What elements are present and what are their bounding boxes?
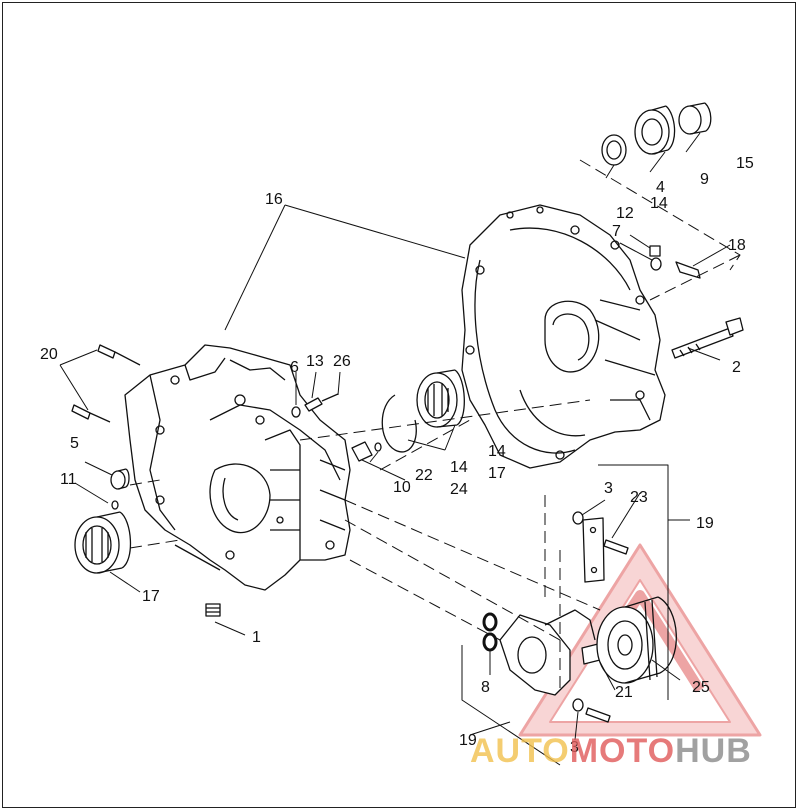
- callout-4: 4: [656, 179, 665, 196]
- roller-bearing-5: [110, 468, 130, 490]
- callout-14-low: 14: [450, 459, 468, 476]
- callout-21: 21: [615, 684, 633, 701]
- oil-filter-25: [596, 596, 677, 684]
- callout-17-left: 17: [142, 588, 160, 605]
- callout-1: 1: [252, 629, 261, 646]
- parts-7-12-18: [649, 245, 701, 279]
- callout-9: 9: [700, 171, 709, 188]
- bracket-19: [582, 517, 605, 583]
- callout-19-right: 19: [696, 515, 714, 532]
- callout-20: 20: [40, 346, 58, 363]
- small-parts-6-13-26: [291, 393, 339, 418]
- callout-15: 15: [736, 155, 754, 172]
- callout-23: 23: [630, 489, 648, 506]
- callout-19-bottom: 19: [459, 732, 477, 749]
- oil-filter-adapter: [499, 609, 596, 696]
- watermark-logo: AUTOMOTOHUB: [470, 732, 752, 770]
- callout-11: 11: [60, 471, 77, 488]
- callout-3-bottom: 3: [570, 739, 579, 756]
- sleeve-15: [678, 102, 712, 135]
- callout-24: 24: [450, 481, 468, 498]
- callout-5: 5: [70, 435, 79, 452]
- watermark-moto: MOTO: [570, 732, 675, 770]
- callout-16: 16: [265, 191, 283, 208]
- plug-1: [205, 603, 221, 617]
- callout-14-mid: 14: [488, 443, 506, 460]
- callout-8: 8: [481, 679, 490, 696]
- retaining-ring-14: [381, 394, 417, 453]
- washers-3: [572, 511, 611, 723]
- callout-17-right: 17: [488, 465, 506, 482]
- bolt-2: [671, 317, 744, 359]
- bearing-9: [634, 105, 676, 155]
- callout-12: 12: [616, 205, 634, 222]
- callout-22: 22: [415, 467, 433, 484]
- leader-lines: [59, 132, 741, 766]
- left-crankcase: [124, 344, 351, 591]
- callout-2: 2: [732, 359, 741, 376]
- right-crankcase: [461, 204, 666, 469]
- seal-4: [601, 134, 627, 166]
- screw-23: [603, 539, 629, 555]
- callout-6: 6: [290, 359, 299, 376]
- callout-18: 18: [728, 237, 746, 254]
- callout-13: 13: [306, 353, 324, 370]
- callout-labels: 1 2 3 3 4 5 6 7 8 9 10 11 12 13 14 14 14…: [40, 155, 754, 756]
- dowel-10-oring-22: [351, 441, 382, 462]
- callout-14-top: 14: [650, 195, 668, 212]
- dowel-11: [111, 500, 119, 510]
- watermark-auto: AUTO: [470, 732, 570, 770]
- callout-3-top: 3: [604, 480, 613, 497]
- callout-25: 25: [692, 679, 710, 696]
- studs-20: [71, 344, 141, 423]
- svg-text:AUTOMOTOHUB: AUTOMOTOHUB: [470, 732, 752, 770]
- bearing-17-right: [416, 369, 465, 428]
- bearing-17-left: [74, 511, 132, 574]
- callout-7: 7: [612, 223, 621, 240]
- callout-26: 26: [333, 353, 351, 370]
- watermark-hub: HUB: [675, 732, 752, 770]
- callout-10: 10: [393, 479, 411, 496]
